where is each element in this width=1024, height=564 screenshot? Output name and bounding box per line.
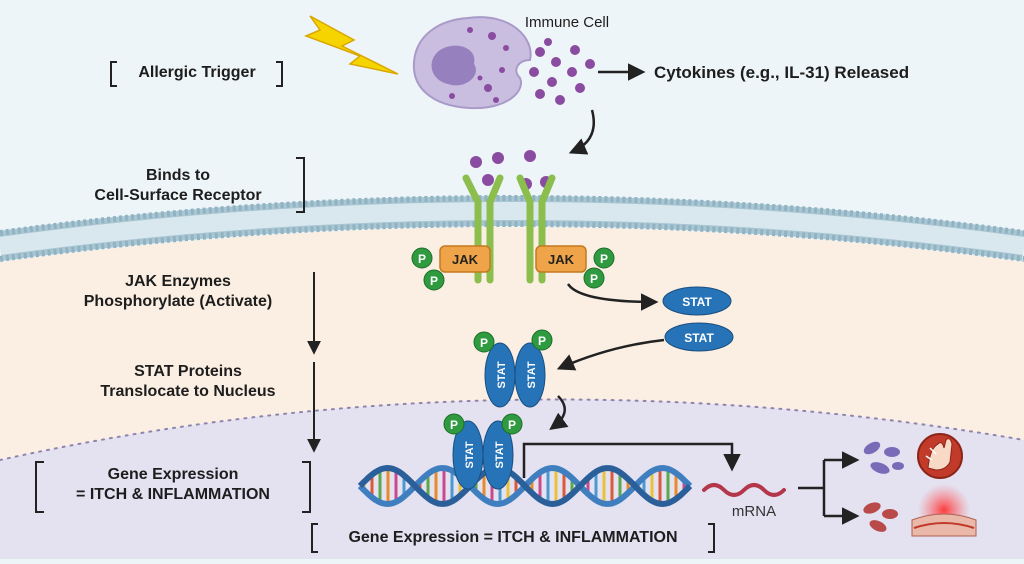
jak-enzyme-left xyxy=(439,245,491,273)
arrow-to-stat xyxy=(566,283,659,311)
bracket-trigger-right xyxy=(276,61,283,87)
bracket-caption-left xyxy=(311,523,318,553)
inflammation-molecules-icon xyxy=(863,502,898,532)
bracket-binds-right xyxy=(296,157,305,213)
stat-free-2: STAT xyxy=(664,322,734,352)
arrow-to-receptor xyxy=(568,109,595,155)
dna-helix xyxy=(357,464,693,508)
svg-text:STAT: STAT xyxy=(494,441,506,468)
phosphate-jak-right-1: P xyxy=(593,247,615,269)
svg-text:P: P xyxy=(590,272,598,286)
svg-text:STAT: STAT xyxy=(526,361,538,388)
lightning-bolt-icon xyxy=(303,15,399,75)
jak-enzyme-right xyxy=(535,245,587,273)
mrna-strand xyxy=(702,483,786,497)
immune-cell-label: Immune Cell xyxy=(524,14,610,31)
arrow-transcription xyxy=(522,442,741,478)
step-gene-line2: = ITCH & INFLAMMATION xyxy=(76,486,270,503)
phosphate-jak-left-2: P xyxy=(423,269,445,291)
step-binds-line2: Cell-Surface Receptor xyxy=(94,187,262,204)
bracket-trigger-left xyxy=(110,61,117,87)
bracket-gene-right xyxy=(302,461,311,513)
step-jak-line2: Phosphorylate (Activate) xyxy=(83,293,273,310)
arrow-stat-to-dimer xyxy=(556,338,665,371)
immune-cell xyxy=(412,16,532,110)
step-gene-expression: Gene Expression = ITCH & INFLAMMATION xyxy=(44,465,302,505)
svg-text:P: P xyxy=(508,418,516,432)
allergic-trigger-label: Allergic Trigger xyxy=(138,64,256,81)
svg-text:P: P xyxy=(418,252,426,266)
svg-text:P: P xyxy=(480,336,488,350)
itch-hand-icon xyxy=(917,433,963,479)
phosphate-jak-left-1: P xyxy=(411,247,433,269)
mrna-label: mRNA xyxy=(732,503,776,520)
phosphate-jak-right-2: P xyxy=(583,267,605,289)
svg-text:STAT: STAT xyxy=(682,295,712,309)
step-jak-line1: JAK Enzymes xyxy=(125,273,231,290)
cell-membrane xyxy=(0,195,1024,262)
step-binds-receptor: Binds to Cell-Surface Receptor xyxy=(60,166,296,206)
bottom-caption: Gene Expression = ITCH & INFLAMMATION xyxy=(348,529,678,546)
cytokine-granules xyxy=(529,38,595,105)
stat-dimer-nucleus: STAT STAT P P xyxy=(443,413,523,490)
stat-dimer-cytoplasm: STAT STAT P P xyxy=(473,329,553,408)
inflamed-skin-icon xyxy=(911,484,977,537)
cytokines-label: Cytokines (e.g., IL-31) Released xyxy=(654,63,910,82)
svg-text:P: P xyxy=(600,252,608,266)
step-stat-line2: Translocate to Nucleus xyxy=(100,383,276,400)
svg-text:P: P xyxy=(450,418,458,432)
svg-text:P: P xyxy=(430,274,438,288)
step-gene-line1: Gene Expression xyxy=(107,466,239,483)
stat-free-1: STAT xyxy=(662,286,732,316)
step-jak-phosphorylate: JAK Enzymes Phosphorylate (Activate) xyxy=(50,272,306,312)
bracket-caption-right xyxy=(708,523,715,553)
step-stat-translocate: STAT Proteins Translocate to Nucleus xyxy=(70,362,306,402)
jak-label-right: JAK xyxy=(548,252,575,267)
svg-text:STAT: STAT xyxy=(464,441,476,468)
nucleus-region xyxy=(0,399,1024,559)
step-stat-line1: STAT Proteins xyxy=(134,363,242,380)
jak-label-left: JAK xyxy=(452,252,479,267)
bracket-gene-left xyxy=(35,461,44,513)
step-binds-line1: Binds to xyxy=(146,167,210,184)
arrow-branch xyxy=(798,460,826,516)
itch-molecules-icon xyxy=(863,441,904,474)
svg-text:STAT: STAT xyxy=(684,331,714,345)
svg-text:STAT: STAT xyxy=(496,361,508,388)
svg-text:P: P xyxy=(538,334,546,348)
arrow-dimer-to-nucleus xyxy=(549,395,569,431)
